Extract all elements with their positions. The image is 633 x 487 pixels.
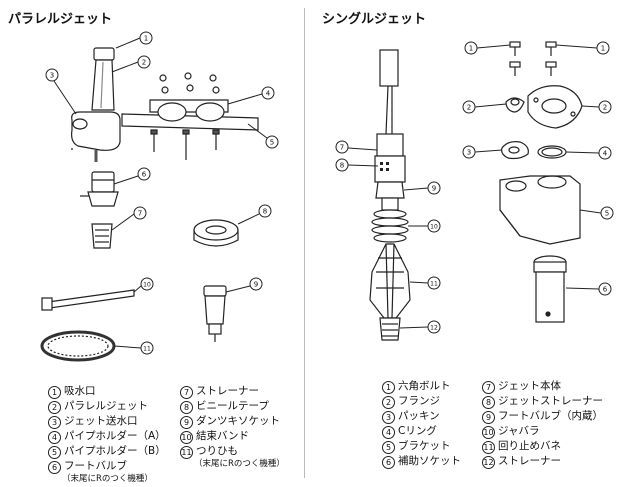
hanging-rope xyxy=(40,330,116,362)
callout-l4: 4 xyxy=(266,90,271,98)
callout-r8: 8 xyxy=(340,162,344,170)
callout-r9: 9 xyxy=(432,185,436,193)
legend-note: （末尾にRのつく機種） xyxy=(62,474,153,484)
callout-l7: 7 xyxy=(138,210,142,218)
callout-r5: 5 xyxy=(605,210,609,218)
auxiliary-socket xyxy=(533,255,567,323)
callout-l10: 10 xyxy=(143,282,151,289)
callout-r2b: 2 xyxy=(603,104,607,112)
callout-l6: 6 xyxy=(142,171,147,179)
callout-circles-right xyxy=(335,41,614,334)
callout-l2: 2 xyxy=(142,59,146,67)
panel-divider xyxy=(304,8,305,478)
callout-r2a: 2 xyxy=(467,104,471,112)
pipe-holder xyxy=(121,72,259,160)
parallel-jet-title: パラレルジェット xyxy=(8,12,113,27)
callout-r4: 4 xyxy=(603,150,608,158)
packing-and-c-ring xyxy=(501,141,567,160)
strainer-left xyxy=(91,223,113,249)
callout-l11: 11 xyxy=(143,346,151,353)
callout-r1b: 1 xyxy=(601,45,605,53)
dantsuki-socket xyxy=(203,285,227,342)
callout-r12: 12 xyxy=(430,325,438,332)
bellows xyxy=(371,209,409,243)
parallel-jet-body xyxy=(71,47,121,162)
callout-l1: 1 xyxy=(144,35,148,43)
flange xyxy=(505,85,583,129)
single-jet-title: シングルジェット xyxy=(322,12,427,27)
anti-rotation-spring xyxy=(369,243,411,319)
legend-note: （末尾にRのつく機種） xyxy=(194,459,285,469)
callout-l9: 9 xyxy=(254,281,258,289)
callout-r7: 7 xyxy=(340,144,344,152)
callout-r3: 3 xyxy=(467,149,471,157)
strainer-right xyxy=(379,317,401,341)
callout-circles-left xyxy=(45,31,279,355)
cable-tie xyxy=(41,289,135,311)
hex-bolts xyxy=(509,41,557,76)
callout-l5: 5 xyxy=(270,139,274,147)
callout-l8: 8 xyxy=(263,208,267,216)
callout-r11: 11 xyxy=(430,281,438,288)
callout-labels-left: 1 2 3 4 5 6 7 8 9 10 11 xyxy=(50,35,274,353)
single-jet-body xyxy=(374,49,406,211)
callout-r1a: 1 xyxy=(469,45,473,53)
foot-valve xyxy=(80,171,119,207)
vinyl-tape xyxy=(193,219,239,247)
bracket xyxy=(499,175,581,245)
callout-r6: 6 xyxy=(603,286,608,294)
callout-labels-right: 1 1 2 2 3 4 5 6 7 8 9 10 11 12 xyxy=(340,45,609,332)
callout-l3: 3 xyxy=(50,72,54,80)
callout-r10: 10 xyxy=(430,224,438,231)
